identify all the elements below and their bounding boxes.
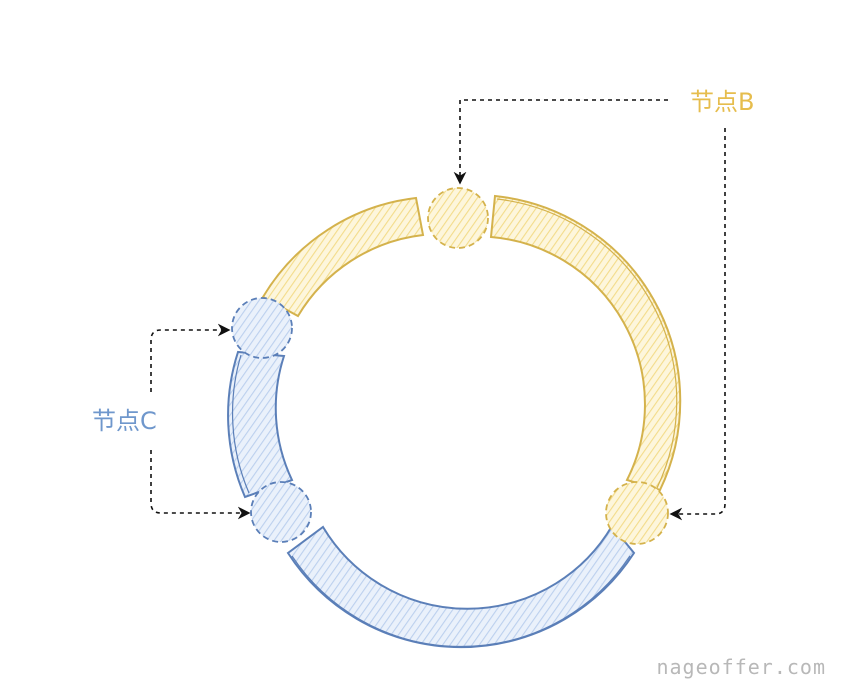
blue-segments [227, 350, 636, 649]
blue-segment-left-sketch [231, 354, 250, 494]
node-b-right [605, 481, 669, 545]
yellow-segment-right [489, 194, 682, 492]
yellow-segments [261, 194, 682, 492]
node-b-connectors [453, 99, 726, 521]
blue-segment-left [227, 350, 294, 499]
node-b-arrow-right [669, 128, 726, 521]
node-c-top [231, 297, 293, 359]
yellow-segment-top-left [261, 196, 425, 318]
blue-segment-bottom-sketch [291, 555, 631, 648]
node-c-label: 节点C [92, 407, 157, 435]
yellow-segment-right-sketch [496, 198, 678, 489]
node-c-bottom [250, 481, 312, 543]
watermark-text: nageoffer.com [656, 655, 826, 679]
node-b-arrow-top [453, 99, 668, 185]
blue-segment-bottom [286, 524, 636, 649]
node-b-top [427, 187, 489, 249]
node-c-arrow-top [150, 323, 231, 392]
node-circles [231, 187, 669, 545]
node-b-label: 节点B [690, 88, 754, 116]
